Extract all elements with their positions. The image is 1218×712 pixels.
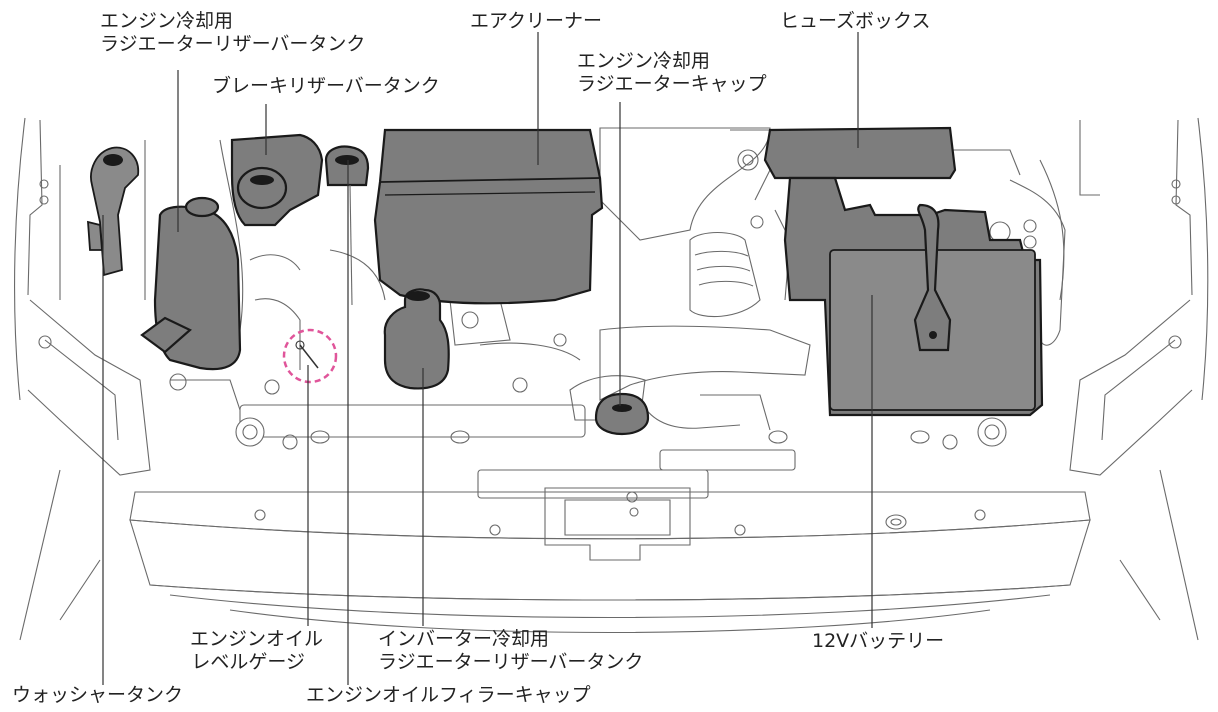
- radiator-cap-part: [594, 392, 650, 436]
- highlighted-parts: [87, 126, 1044, 436]
- label-oil-filler-cap: エンジンオイルフィラーキャップ: [306, 684, 591, 706]
- inverter-reservoir-part: [383, 288, 450, 390]
- label-radiator-cap: エンジン冷却用 ラジエーターキャップ: [577, 50, 767, 96]
- label-inverter-reservoir: インバーター冷却用 ラジエーターリザーバータンク: [378, 628, 643, 674]
- engine-bay-outline: [14, 117, 1209, 641]
- label-oil-dipstick-line1: エンジンオイル: [190, 628, 324, 650]
- label-inverter-reservoir-line1: インバーター冷却用: [378, 628, 550, 650]
- label-air-cleaner: エアクリーナー: [470, 10, 603, 32]
- fuse-box-part: [763, 126, 957, 180]
- label-battery: 12Vバッテリー: [812, 630, 945, 652]
- label-radiator-cap-line2: ラジエーターキャップ: [577, 73, 767, 95]
- label-oil-dipstick-line2: レベルゲージ: [191, 651, 306, 673]
- washer-tank-part: [90, 146, 140, 277]
- label-coolant-reservoir: エンジン冷却用 ラジエーターリザーバータンク: [100, 10, 365, 56]
- label-coolant-reservoir-line2: ラジエーターリザーバータンク: [100, 33, 366, 55]
- label-radiator-cap-line1: エンジン冷却用: [577, 50, 711, 72]
- label-oil-dipstick: エンジンオイル レベルゲージ: [190, 628, 323, 674]
- label-fuse-box: ヒューズボックス: [780, 10, 931, 32]
- label-coolant-reservoir-line1: エンジン冷却用: [100, 10, 234, 32]
- leader-lines: [102, 32, 873, 685]
- dipstick-highlight-circle: [282, 328, 338, 384]
- air-cleaner-part: [373, 128, 604, 305]
- label-washer-tank: ウォッシャータンク: [12, 684, 184, 706]
- oil-filler-cap-part: [324, 145, 370, 187]
- label-inverter-reservoir-line2: ラジエーターリザーバータンク: [378, 651, 644, 673]
- label-brake-reservoir: ブレーキリザーバータンク: [212, 75, 440, 97]
